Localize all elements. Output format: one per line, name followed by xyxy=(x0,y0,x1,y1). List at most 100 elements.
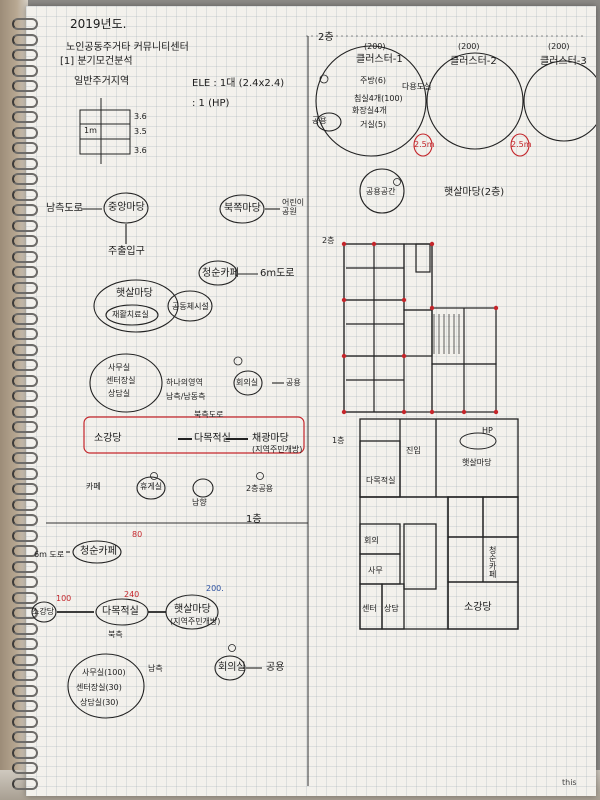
lower-office-1: 사무실(100) xyxy=(82,668,126,677)
spiral-ring xyxy=(12,762,38,774)
cluster3-area: (200) xyxy=(548,42,570,51)
project-title: 노인공동주거타 커뮤니티센터 xyxy=(66,42,189,53)
spiral-ring xyxy=(12,560,38,573)
lower-lobby-label: 청순카페 xyxy=(80,546,117,557)
office-line-3: 상담실 xyxy=(108,389,131,398)
office-note-2: 남측/남동측 xyxy=(166,392,206,401)
ramp-note: : 1 (HP) xyxy=(192,98,230,109)
cluster1-room-1: 주방(6) xyxy=(360,76,387,85)
spiral-ring xyxy=(12,452,38,464)
floor-height-3: 3.6 xyxy=(134,112,147,121)
spiral-ring xyxy=(12,126,38,139)
lower-court-sub: (지역주민개방) xyxy=(170,617,221,626)
spiral-ring xyxy=(12,80,38,92)
spiral-ring xyxy=(12,483,38,495)
plan-stairs: HP xyxy=(482,426,493,435)
lower-road-label: 6m 도로 xyxy=(34,550,65,559)
court-label: 햇살마당 xyxy=(116,288,153,299)
spiral-ring xyxy=(12,343,38,356)
cluster1-room-3: 화장실4개 xyxy=(352,106,387,115)
spiral-ring xyxy=(12,498,38,511)
small-hall-area: 100 xyxy=(56,594,72,603)
spiral-ring xyxy=(12,374,38,387)
lower-meeting: 회의실 xyxy=(218,662,246,673)
plan-court: 햇살마당 xyxy=(462,458,492,467)
spiral-ring xyxy=(12,250,38,263)
floor-height-diagram xyxy=(79,98,131,164)
lower-office-2: 센터장실(30) xyxy=(76,683,122,692)
spiral-ring xyxy=(12,219,38,232)
spiral-ring xyxy=(12,622,38,635)
plan-entrance: 진입 xyxy=(406,446,421,455)
road-6m-label: 6m도로 xyxy=(260,268,295,279)
spiral-ring xyxy=(12,18,38,30)
spiral-ring xyxy=(12,390,38,402)
floor2-top-label: 2층 xyxy=(318,32,334,43)
notebook-page: 2019년도. 노인공동주거타 커뮤니티센터 [1] 분기모건분석 일반주거지역… xyxy=(12,6,596,796)
floor2-plan xyxy=(343,243,497,413)
cluster-share-label: 공용 xyxy=(312,116,327,125)
spiral-ring xyxy=(12,746,38,759)
spiral-ring xyxy=(12,328,38,340)
spiral-ring xyxy=(12,405,38,418)
floor1-plan xyxy=(359,418,519,630)
plan-small-hall: 소강당 xyxy=(464,602,492,613)
spiral-ring xyxy=(12,653,38,666)
cluster1-name: 클러스터-1 xyxy=(356,54,403,65)
multi-area: 240 xyxy=(124,590,140,599)
spiral-ring xyxy=(12,266,38,278)
central-yard-label: 중앙마당 xyxy=(108,202,145,213)
spiral-ring xyxy=(12,188,38,201)
sun-label: 남향 xyxy=(192,498,207,507)
plan-multi: 다목적실 xyxy=(366,476,396,485)
cluster3-name: 클러스터-3 xyxy=(540,56,587,67)
spiral-ring xyxy=(12,669,38,681)
spiral-ring xyxy=(12,777,38,790)
floor-height-unit: 1m xyxy=(84,126,97,135)
spiral-ring xyxy=(12,467,38,480)
small-hall-label: 소강당 xyxy=(94,433,122,444)
plan-counsel: 상담 xyxy=(384,604,399,613)
lower-office-dir: 남측 xyxy=(148,664,163,673)
ramp-road-label: 북측도로 xyxy=(194,410,224,419)
cluster2-area: (200) xyxy=(458,42,480,51)
spiral-ring xyxy=(12,359,38,371)
lower-multi: 다목적실 xyxy=(102,606,139,617)
cluster1-area: (200) xyxy=(364,42,386,51)
shared-space-label: 공용공간 xyxy=(366,187,396,196)
zone-label: 일반주거지역 xyxy=(74,76,130,87)
plan-floor2-label: 2층 xyxy=(322,236,335,245)
lobby-area: 80 xyxy=(132,530,143,539)
lounge-label: 휴게실 xyxy=(140,482,163,491)
shared-label: 2층공용 xyxy=(246,484,274,493)
spiral-ring xyxy=(12,33,38,46)
spiral-ring xyxy=(12,731,38,743)
cluster1-room-5: 거실(5) xyxy=(360,120,387,129)
cluster1-room-4: 침실4개(100) xyxy=(354,94,403,103)
spiral-ring xyxy=(12,49,38,61)
meeting-label: 회의실 xyxy=(236,378,259,387)
north-yard-label: 북쪽마당 xyxy=(224,203,261,214)
spiral-ring xyxy=(12,715,38,728)
spiral-ring xyxy=(12,607,38,619)
community-label: 공동체시설 xyxy=(172,302,209,311)
spiral-ring xyxy=(12,95,38,108)
public-label: 공용 xyxy=(286,378,301,387)
light-court-sub: (지역주민개방) xyxy=(252,445,303,454)
spiral-ring xyxy=(12,281,38,294)
park-label: 어린이 공원 xyxy=(282,198,305,217)
lobby-label: 청순카페 xyxy=(202,268,239,279)
spiral-ring xyxy=(12,514,38,526)
spiral-ring xyxy=(12,312,38,325)
spiral-ring xyxy=(12,638,38,650)
lower-court: 햇살마당 xyxy=(174,604,211,615)
overlap-label-2: 2.5m xyxy=(511,140,532,149)
lower-small-hall: 소강당 xyxy=(32,607,55,616)
cluster2-name: 클러스터-2 xyxy=(450,56,497,67)
office-line-1: 사무실 xyxy=(108,363,131,372)
office-line-2: 센터장실 xyxy=(106,376,136,385)
section-heading: [1] 분기모건분석 xyxy=(60,56,133,67)
spiral-ring xyxy=(12,204,38,216)
sub-entrance-label: 주출입구 xyxy=(108,246,145,257)
main-road-label: 남측도로 xyxy=(46,203,83,214)
